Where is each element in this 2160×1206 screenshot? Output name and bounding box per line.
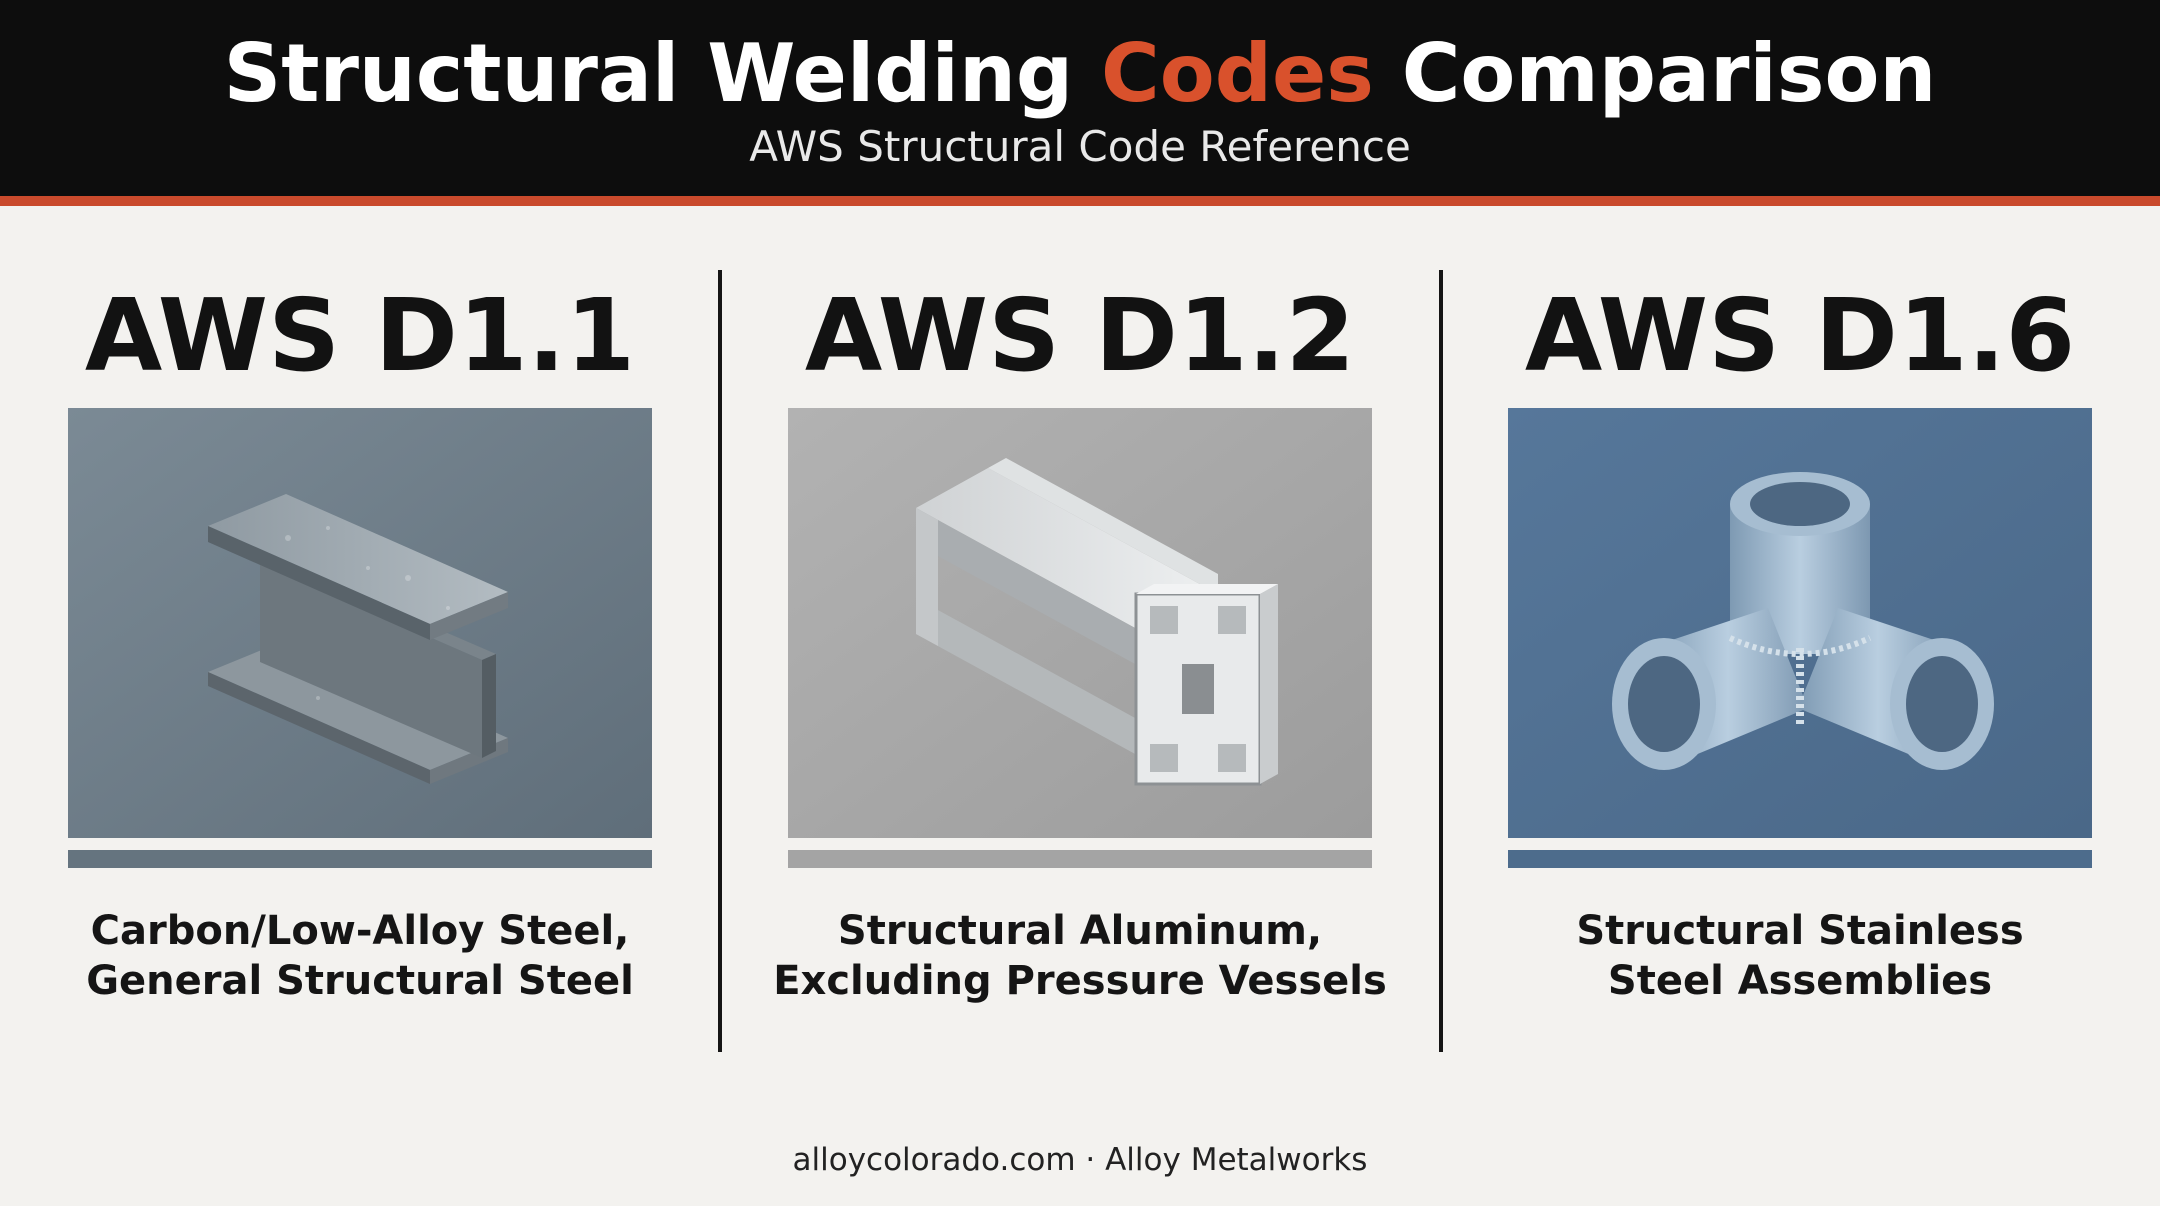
panel-base-bar — [68, 850, 652, 868]
code-title: AWS D1.2 — [804, 277, 1356, 394]
code-description: Structural Aluminum, Excluding Pressure … — [768, 906, 1392, 1006]
title-part-1: Structural Welding — [223, 27, 1102, 120]
panel-base-bar — [788, 850, 1372, 868]
description-line-1: Structural Stainless — [1576, 908, 2024, 954]
description-line-2: Excluding Pressure Vessels — [773, 958, 1387, 1004]
description-line-1: Structural Aluminum, — [837, 908, 1323, 954]
illustration-panel — [788, 408, 1372, 838]
description-line-1: Carbon/Low-Alloy Steel, — [90, 908, 630, 954]
description-line-2: General Structural Steel — [86, 958, 634, 1004]
code-card-d16: AWS D1.6 — [1508, 270, 2092, 1004]
page-subtitle: AWS Structural Code Reference — [749, 122, 1411, 171]
code-card-d12: AWS D1.2 — [773, 270, 1387, 1004]
code-description: Carbon/Low-Alloy Steel, General Structur… — [48, 906, 672, 1006]
page-title: Structural Welding Codes Comparison — [0, 26, 2160, 122]
steel-i-beam-icon — [68, 408, 652, 838]
aluminum-extrusion-icon — [788, 408, 1372, 838]
panel-base-bar — [1508, 850, 2092, 868]
illustration-panel — [68, 408, 652, 838]
stainless-pipe-tee-icon — [1508, 408, 2092, 838]
description-line-2: Steel Assemblies — [1607, 958, 1993, 1004]
illustration-panel — [1508, 408, 2092, 838]
title-part-2: Comparison — [1373, 27, 1937, 120]
code-title: AWS D1.1 — [84, 277, 636, 394]
code-card-d11: AWS D1.1 — [68, 270, 652, 1004]
code-description: Structural Stainless Steel Assemblies — [1488, 906, 2112, 1006]
footer-credit: alloycolorado.com · Alloy Metalworks — [792, 1142, 1368, 1178]
title-accent-word: Codes — [1101, 27, 1374, 120]
header-accent-stripe — [0, 196, 2160, 206]
column-divider-2 — [1439, 270, 1443, 1052]
column-divider-1 — [718, 270, 722, 1052]
code-title: AWS D1.6 — [1524, 277, 2076, 394]
header-banner — [0, 0, 2160, 196]
